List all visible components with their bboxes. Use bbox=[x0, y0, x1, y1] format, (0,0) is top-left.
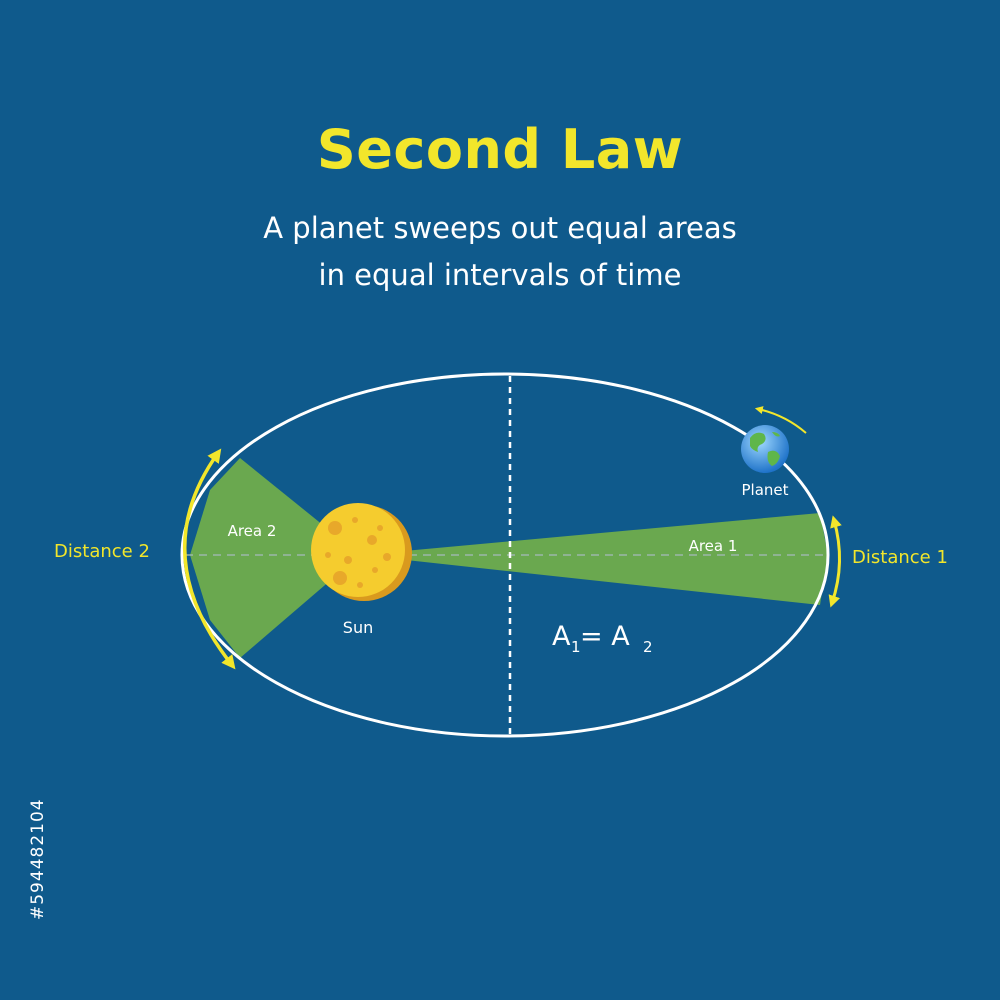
distance-1-label: Distance 1 bbox=[852, 547, 948, 568]
sun-icon bbox=[311, 503, 412, 601]
subtitle-line-2: in equal intervals of time bbox=[318, 258, 682, 292]
earth-icon bbox=[741, 425, 789, 473]
planet-motion-arrow bbox=[754, 406, 807, 434]
distance-2-arrow bbox=[183, 448, 236, 670]
subtitle: A planet sweeps out equal areas in equal… bbox=[0, 205, 1000, 299]
subtitle-line-1: A planet sweeps out equal areas bbox=[263, 211, 737, 245]
equation: A 1 = A 2 bbox=[552, 621, 653, 656]
area-1-sector bbox=[360, 513, 828, 605]
planet-label: Planet bbox=[741, 481, 788, 499]
orbit-ellipse bbox=[180, 372, 830, 738]
page-title: Second Law bbox=[316, 118, 684, 181]
equation-sub-2: 2 bbox=[643, 638, 653, 656]
sun-label: Sun bbox=[343, 618, 373, 637]
equation-sub-1: 1 bbox=[571, 638, 581, 656]
distance-1-arrow bbox=[828, 515, 842, 608]
equation-eq-a2: = A bbox=[580, 621, 630, 652]
area-2-label: Area 2 bbox=[228, 522, 277, 540]
area-1-label: Area 1 bbox=[689, 537, 738, 555]
distance-2-label: Distance 2 bbox=[54, 541, 150, 562]
equation-a1: A bbox=[552, 621, 571, 652]
stock-id: #594482104 bbox=[28, 798, 48, 920]
